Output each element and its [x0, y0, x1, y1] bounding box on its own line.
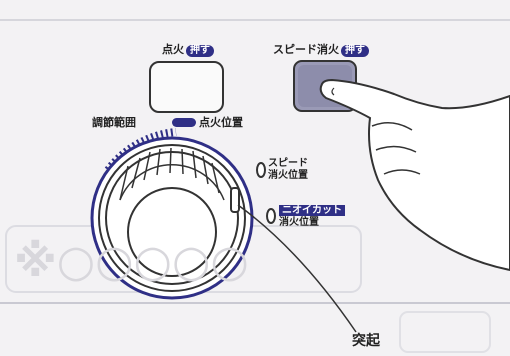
speed-extinguish-badge: 押す [341, 45, 369, 57]
speed-extinguish-label-text: スピード消火 [273, 43, 339, 56]
ignite-position-indicator [172, 118, 196, 127]
knob-protrusion [230, 187, 240, 213]
speed-extinguish-label: スピード消火押す [273, 44, 369, 57]
ignite-button[interactable] [149, 61, 224, 113]
ignite-label-text: 点火 [162, 43, 184, 56]
odor-cut-position-line1: ニオイカット [279, 205, 345, 216]
speed-extinguish-position-label: スピード 消火位置 [268, 158, 308, 182]
speed-extinguish-marker [256, 162, 266, 178]
speed-extinguish-position-line2: 消火位置 [268, 170, 308, 181]
odor-cut-position-label: ニオイカット 消火位置 [279, 205, 345, 229]
adjust-range-label: 調節範囲 [92, 116, 136, 129]
ignite-badge: 押す [186, 45, 214, 57]
odor-cut-marker [266, 208, 276, 224]
hand-pointer-icon [319, 78, 510, 272]
protrusion-label: 突起 [352, 333, 380, 349]
knob-cap [127, 187, 217, 277]
ignite-label: 点火押す [162, 44, 214, 57]
odor-cut-position-line2: 消火位置 [279, 217, 319, 228]
protrusion-leader-line [237, 204, 357, 333]
ghost-text: ※○○○○○ [14, 236, 249, 287]
ghost-box [399, 311, 491, 353]
adjust-range-arc [104, 128, 177, 173]
ignite-position-label: 点火位置 [199, 116, 243, 129]
speed-extinguish-position-line1: スピード [268, 158, 308, 169]
knob-knurl [119, 147, 225, 201]
